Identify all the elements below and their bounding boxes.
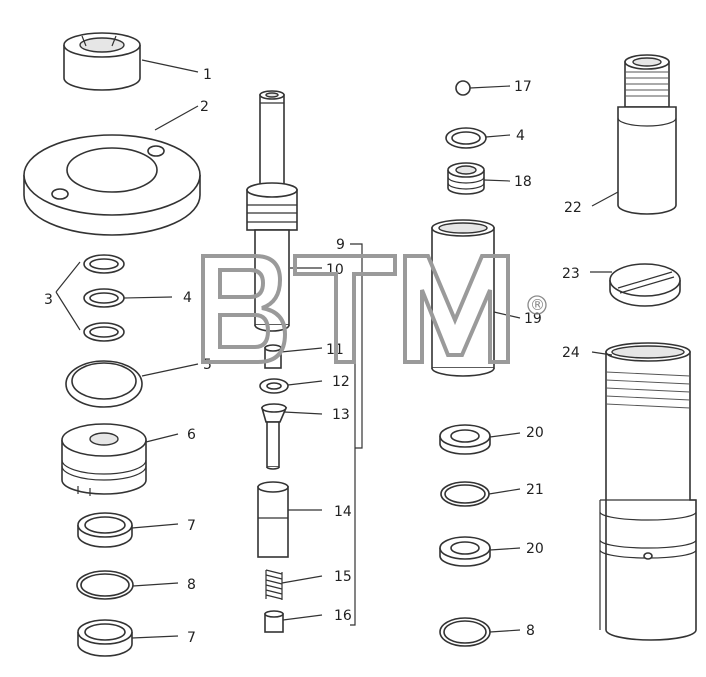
btm-watermark: ® [201,254,547,364]
label-13: 13 [332,407,350,423]
label-8-left: 8 [187,577,196,593]
label-7-lower: 7 [187,630,196,646]
label-5: 5 [203,357,212,373]
part-1-nut [63,32,141,91]
label-8-right: 8 [526,623,535,639]
label-20-lower: 20 [526,541,544,557]
part-24-barrel [599,342,697,641]
label-15: 15 [334,569,352,585]
part-labels: 1 2 3 4 5 6 7 8 7 9 10 11 12 13 14 15 16… [44,67,582,646]
part-20b-washer [439,536,491,567]
label-22: 22 [564,200,582,216]
part-12-washer [259,378,289,394]
label-24: 24 [562,345,580,361]
label-2: 2 [200,99,209,115]
part-18-seat [447,162,485,195]
label-18: 18 [514,174,532,190]
label-14: 14 [334,504,352,520]
part-8a-ring [76,570,134,600]
part-15-spring [265,569,283,600]
part-7b-collar [77,619,133,657]
part-13-pin [260,403,288,470]
label-21: 21 [526,482,544,498]
registered-mark: ® [530,296,545,314]
label-19: 19 [524,311,542,327]
label-1: 1 [203,67,212,83]
part-22-housing [617,54,677,215]
part-4b-ring [445,127,487,149]
label-20-upper: 20 [526,425,544,441]
part-17-ball [455,80,471,96]
label-23: 23 [562,266,580,282]
part-7a-collar [77,512,133,548]
part-5-ring [65,360,143,408]
label-17: 17 [514,79,532,95]
part-16-cap [264,610,284,633]
bracket-9 [350,243,363,626]
part-14-bushing [257,481,289,558]
label-12: 12 [332,374,350,390]
part-6-body [61,423,147,496]
label-16: 16 [334,608,352,624]
part-20a-washer [439,424,491,455]
part-2-flange [23,134,201,236]
part-8b-ring [439,617,491,647]
label-4-right: 4 [516,128,525,144]
part-21-ring [440,481,490,507]
label-6: 6 [187,427,196,443]
label-3: 3 [44,292,53,308]
label-4-left: 4 [183,290,192,306]
part-3-rings [83,254,125,342]
label-9: 9 [336,237,345,253]
part-23-cap [609,263,681,307]
leader-lines [55,59,619,639]
label-7-upper: 7 [187,518,196,534]
